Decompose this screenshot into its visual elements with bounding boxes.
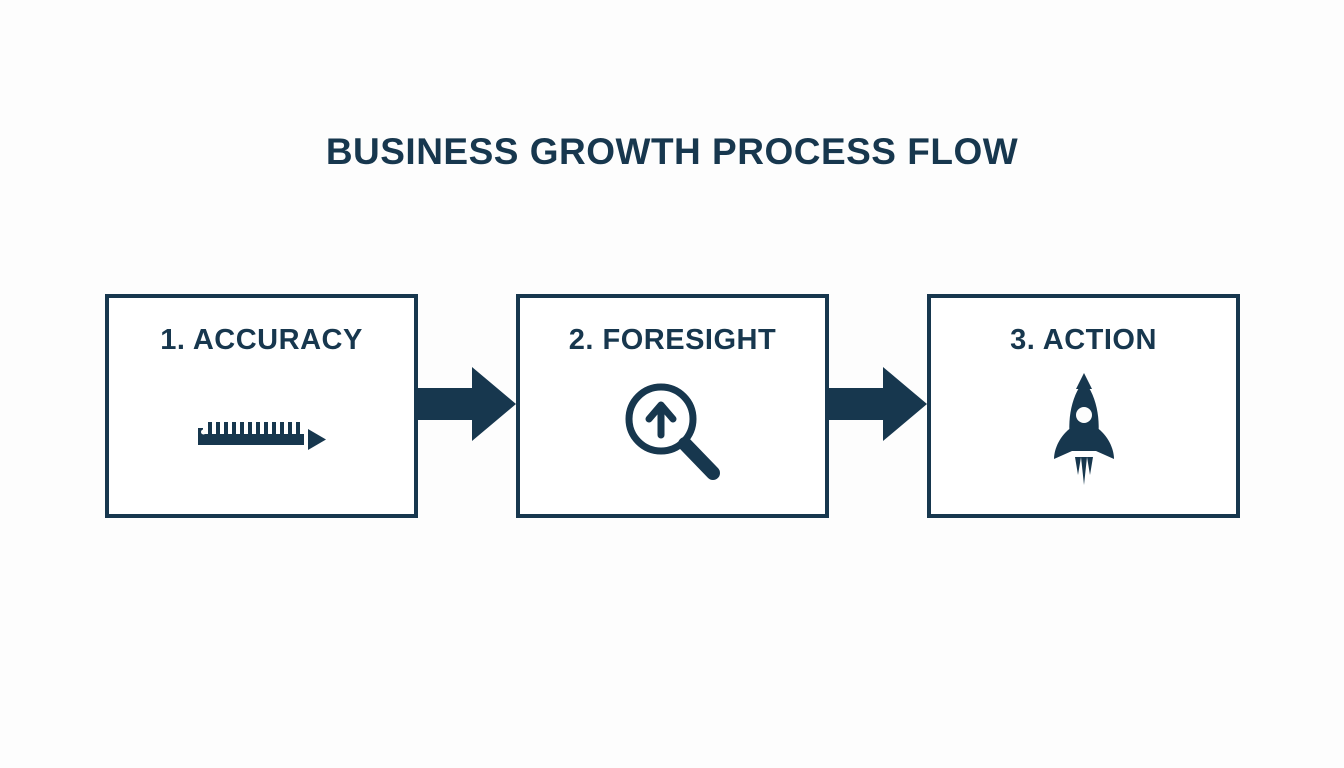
step-label-accuracy: 1. ACCURACY [160,324,363,356]
ruler-icon [196,414,328,457]
process-flow-row: 1. ACCURACY [105,294,1240,518]
step-box-accuracy: 1. ACCURACY [105,294,418,518]
flow-arrow-right-icon [829,366,927,446]
step-box-action: 3. ACTION [927,294,1240,518]
step-label-action: 3. ACTION [1010,324,1157,356]
step-box-foresight: 2. FORESIGHT [516,294,829,518]
rocket-icon [1042,373,1126,498]
magnifier-up-arrow-icon [617,377,729,494]
diagram-title: BUSINESS GROWTH PROCESS FLOW [325,131,1019,172]
step-label-foresight: 2. FORESIGHT [568,324,777,356]
flow-arrow-right-icon [418,366,516,446]
